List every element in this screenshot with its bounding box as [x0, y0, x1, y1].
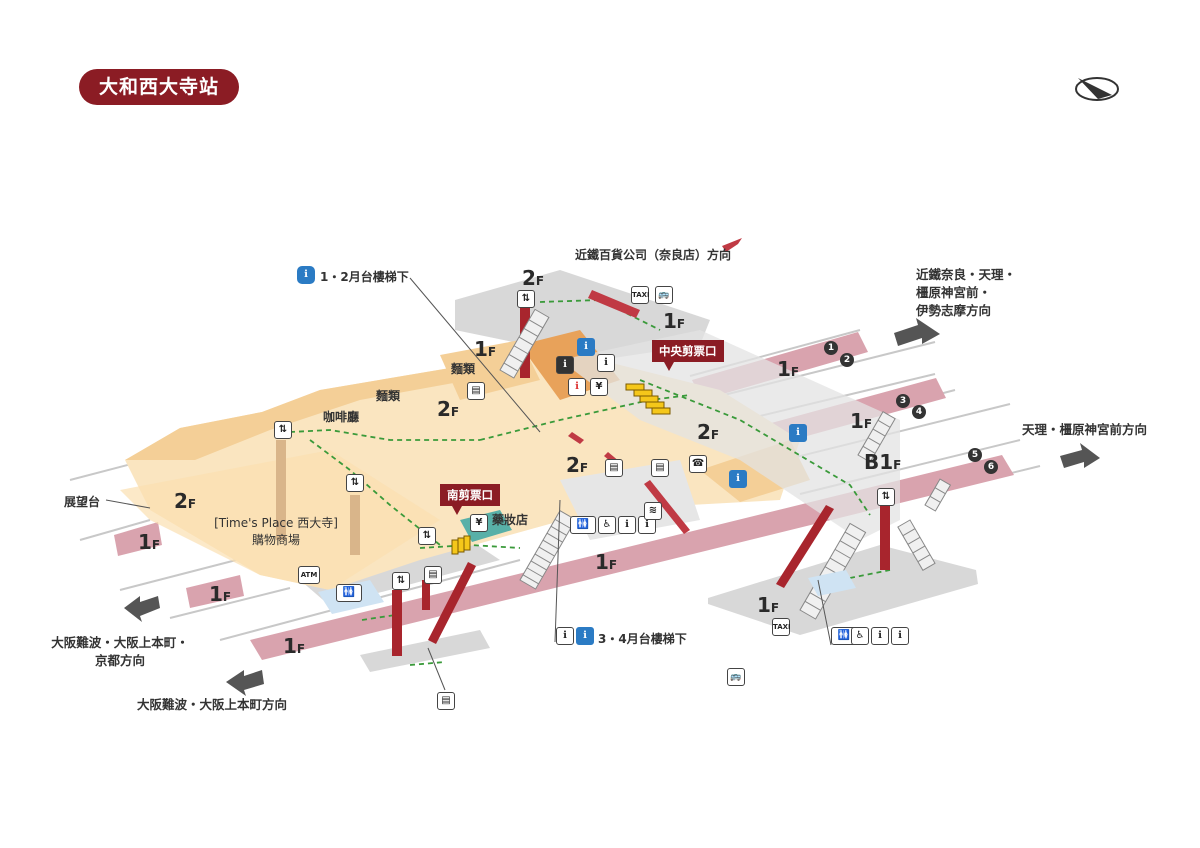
- arrow-east-icon: [1060, 443, 1100, 468]
- elevator-icon-south: ⇅: [418, 527, 436, 545]
- elevator-icon-left: ⇅: [274, 421, 292, 439]
- direction-west: 大阪難波・大阪上本町・ 京都方向: [30, 634, 210, 670]
- noodles-label-1: 麵類: [451, 362, 476, 376]
- arrow-west-icon: [124, 596, 160, 622]
- toilet-icon-center: 🚻: [570, 516, 596, 534]
- arrow-southwest-icon: [226, 670, 264, 696]
- direction-east: 天理・橿原神宮前方向: [1022, 422, 1148, 437]
- floor-1f-bottom: 1F: [283, 634, 306, 658]
- mall-label-line2: 購物商場: [251, 533, 300, 547]
- floor-1f-top-left: 1F: [474, 337, 497, 361]
- floor-1f-center: 1F: [595, 550, 618, 574]
- platform-badge-2: 2: [840, 353, 854, 367]
- bus-icon: 🚌: [655, 286, 673, 304]
- floor-1f-right-low: 1F: [757, 593, 780, 617]
- dept-store-label: 近鐵百貨公司（奈良店）方向: [575, 248, 732, 262]
- floor-2f-right: 2F: [697, 420, 720, 444]
- platform-badge-1: 1: [824, 341, 838, 355]
- floor-1f-platform-b: 1F: [850, 409, 873, 433]
- yen-icon-central: ¥: [590, 378, 608, 396]
- locker-icon: ▤: [467, 382, 485, 400]
- stairs-34-label: 3・4月台樓梯下: [598, 632, 687, 646]
- platform-left-small: [114, 522, 162, 556]
- walkway: [560, 330, 900, 540]
- info-icon: ℹ: [556, 627, 574, 645]
- escalators: [428, 290, 834, 644]
- stairs-12-label: 1・2月台樓梯下: [320, 270, 409, 284]
- locker-icon-lower: ▤: [437, 692, 455, 710]
- mall-label: [Time's Place 西大寺] 購物商場: [206, 514, 346, 548]
- elevator-icon-platform: ⇅: [877, 488, 895, 506]
- direction-west-line2: 京都方向: [94, 653, 145, 668]
- locker-icon-center: ▤: [605, 459, 623, 477]
- central-ticket-gate-label: 中央剪票口: [652, 340, 724, 371]
- direction-west-line1: 大阪難波・大阪上本町・: [51, 635, 189, 650]
- compass-icon: [1075, 77, 1119, 101]
- noodles-label-2: 麵類: [376, 389, 401, 403]
- platform-stairs-icon-lower: ℹ: [576, 627, 594, 645]
- nursing-icon-center: ℹ: [618, 516, 636, 534]
- locker-icon-right: ▤: [651, 459, 669, 477]
- leader-lines: [105, 277, 832, 691]
- floor-1f-top-right: 1F: [663, 309, 686, 333]
- platform-badge-3: 3: [896, 394, 910, 408]
- platform-badge-5: 5: [968, 448, 982, 462]
- transfer-icon: ℹ: [556, 356, 574, 374]
- south-ticket-gate-label: 南剪票口: [440, 484, 500, 515]
- atm-icon: ATM: [298, 566, 320, 584]
- wheelchair-icon-center: ♿: [598, 516, 616, 534]
- mall-label-line1: [Time's Place 西大寺]: [214, 516, 338, 530]
- floor-b1f-platform: B1F: [864, 450, 902, 474]
- smoking-icon: ≋: [644, 502, 662, 520]
- taxi-icon: TAXI: [631, 286, 650, 304]
- direction-southwest: 大阪難波・大阪上本町方向: [137, 697, 288, 712]
- platform-badge-6: 6: [984, 460, 998, 474]
- info-icon-top: ℹ: [597, 354, 615, 372]
- elevator-icon: ⇅: [517, 290, 535, 308]
- floor-1f-platform-a: 1F: [777, 357, 800, 381]
- direction-northeast-line1: 近鐵奈良・天理・: [916, 267, 1017, 282]
- floor-1f-left: 1F: [138, 530, 161, 554]
- shafts-tan: [276, 440, 360, 555]
- floor-2f-top: 2F: [522, 266, 545, 290]
- drugstore-label: 藥妝店: [492, 513, 529, 527]
- platform-stairs-icon-top: ℹ: [577, 338, 595, 356]
- floor-2f-left: 2F: [174, 489, 197, 513]
- toilet-icon-right: 🚻: [831, 627, 857, 645]
- elevator-icon-bottom: ⇅: [392, 572, 410, 590]
- walking-paths: [289, 299, 891, 666]
- info-icon-right: ℹ: [729, 470, 747, 488]
- phone-icon: ☎: [689, 455, 707, 473]
- direction-northeast-line2: 橿原神宮前・: [916, 285, 992, 300]
- direction-arrows: [124, 238, 1100, 696]
- station-title: 大和西大寺站: [79, 69, 239, 105]
- elevator-icon-mall: ⇅: [346, 474, 364, 492]
- baby-icon-right: ℹ: [891, 627, 909, 645]
- locker-icon-bottom: ▤: [424, 566, 442, 584]
- floor-1f-left-low: 1F: [209, 582, 232, 606]
- nursing-icon-right: ℹ: [871, 627, 889, 645]
- floor-2f-center-low: 2F: [566, 453, 589, 477]
- ticket-gates: [451, 383, 671, 555]
- arrow-dept-store-icon: [722, 238, 742, 252]
- direction-northeast: 近鐵奈良・天理・ 橿原神宮前・ 伊勢志摩方向: [916, 266, 1016, 320]
- arrow-northeast-icon: [894, 318, 940, 346]
- platform-left-mid: [186, 575, 244, 608]
- observation-label: 展望台: [64, 495, 101, 509]
- platform-badge-4: 4: [912, 405, 926, 419]
- lost-and-found-icon: ℹ: [568, 378, 586, 396]
- floor-2f-center: 2F: [437, 397, 460, 421]
- info-icon-platform: ℹ: [789, 424, 807, 442]
- bus-icon-lower: 🚌: [727, 668, 745, 686]
- cafe-label: 咖啡廳: [323, 410, 360, 424]
- direction-northeast-line3: 伊勢志摩方向: [916, 303, 992, 318]
- yen-icon-south: ¥: [470, 514, 488, 532]
- toilet-icon-left: 🚻: [336, 584, 362, 602]
- wheelchair-icon-right: ♿: [851, 627, 869, 645]
- platform-stairs-icon: ℹ: [297, 266, 315, 284]
- taxi-icon-lower: TAXI: [772, 618, 791, 636]
